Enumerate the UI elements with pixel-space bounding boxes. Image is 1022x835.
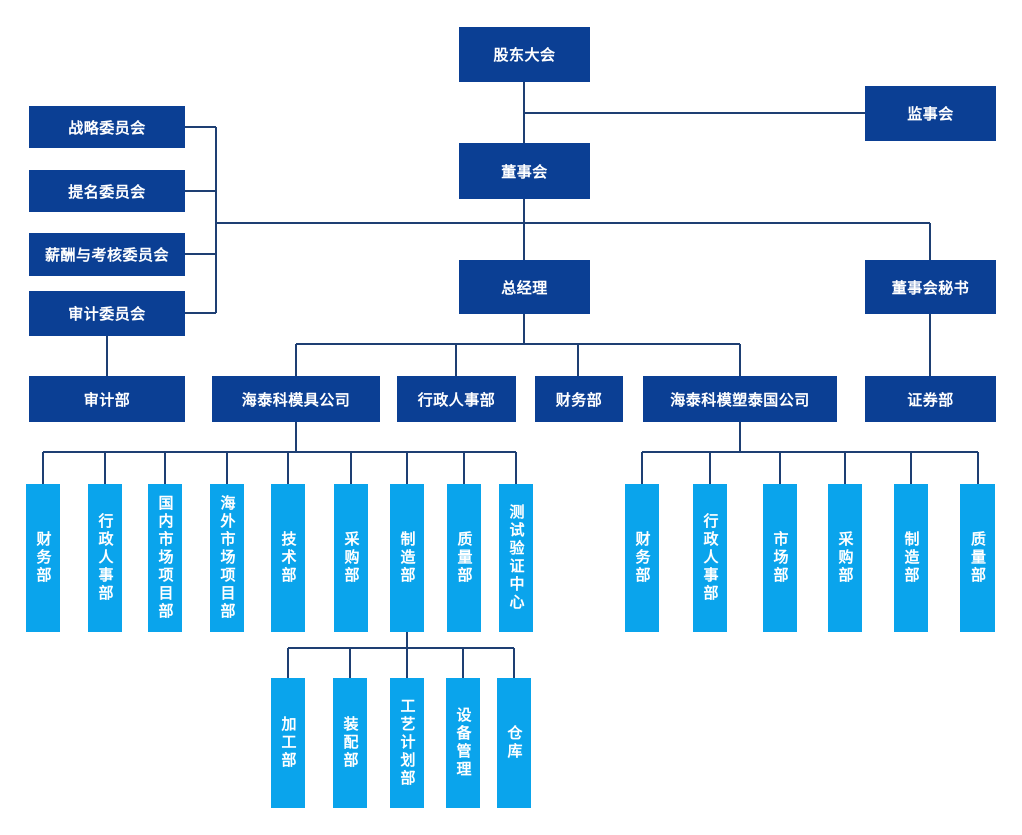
node-mold-technology: 技术部 [271, 484, 305, 632]
node-th-quality: 质量部 [960, 484, 995, 632]
node-thailand-company: 海泰科模塑泰国公司 [643, 376, 837, 422]
node-mold-domestic-market: 国内市场项目部 [148, 484, 182, 632]
node-committee-compensation: 薪酬与考核委员会 [29, 233, 185, 276]
node-th-manufacturing: 制造部 [894, 484, 928, 632]
node-supervisory-board: 监事会 [865, 86, 996, 141]
node-board-secretary: 董事会秘书 [865, 260, 996, 314]
node-mold-quality: 质量部 [447, 484, 481, 632]
node-th-finance: 财务部 [625, 484, 659, 632]
node-board: 董事会 [459, 143, 590, 199]
node-committee-strategy: 战略委员会 [29, 106, 185, 148]
node-committee-nomination: 提名委员会 [29, 170, 185, 212]
node-th-market: 市场部 [763, 484, 797, 632]
node-admin-hr: 行政人事部 [397, 376, 516, 422]
node-mfg-equipment: 设备管理 [446, 678, 480, 808]
node-mold-test-center: 测试验证中心 [499, 484, 533, 632]
node-mold-manufacturing: 制造部 [390, 484, 424, 632]
node-mfg-process-planning: 工艺计划部 [390, 678, 424, 808]
node-shareholders: 股东大会 [459, 27, 590, 82]
node-mold-company: 海泰科模具公司 [212, 376, 380, 422]
node-finance: 财务部 [535, 376, 623, 422]
node-mold-admin-hr: 行政人事部 [88, 484, 122, 632]
node-mold-overseas-market: 海外市场项目部 [210, 484, 244, 632]
node-th-admin-hr: 行政人事部 [693, 484, 727, 632]
node-securities-dept: 证券部 [865, 376, 996, 422]
node-mfg-assembly: 装配部 [333, 678, 367, 808]
node-audit-dept: 审计部 [29, 376, 185, 422]
node-mold-purchasing: 采购部 [334, 484, 368, 632]
node-mfg-machining: 加工部 [271, 678, 305, 808]
node-mold-finance: 财务部 [26, 484, 60, 632]
node-mfg-warehouse: 仓库 [497, 678, 531, 808]
node-committee-audit: 审计委员会 [29, 291, 185, 336]
node-th-purchasing: 采购部 [828, 484, 862, 632]
node-general-manager: 总经理 [459, 260, 590, 314]
